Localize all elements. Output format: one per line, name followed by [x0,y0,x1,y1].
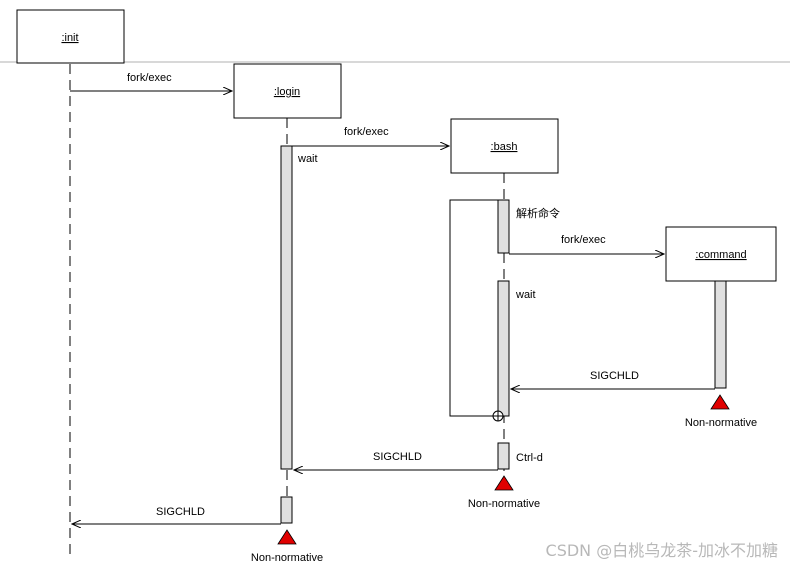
object-command-label: :command [695,249,746,261]
activation-login-final [280,496,293,524]
activation-bash-ctrld [497,442,510,470]
terminator-login: Non-normative [251,529,323,564]
note-bash-ctrld: Ctrl-d [516,452,543,464]
watermark-text: CSDN @白桃乌龙茶-加冰不加糖 [546,541,778,560]
object-login[interactable]: :login [233,63,342,119]
message-login-init-label: SIGCHLD [156,506,205,518]
object-command[interactable]: :command [665,226,777,282]
loop-junction-icon [492,410,504,422]
note-login-wait: wait [297,153,318,165]
message-init-login-label: fork/exec [127,72,172,84]
terminator-bash: Non-normative [468,475,540,510]
object-init-label: :init [61,32,78,44]
terminator-bash-triangle-icon [494,475,514,491]
activation-bash-wait [497,280,510,417]
activation-login-wait [280,145,293,470]
message-bash-command-label: fork/exec [561,234,606,246]
object-bash[interactable]: :bash [450,118,559,174]
object-bash-label: :bash [491,141,518,153]
loop-frame [449,199,498,417]
terminator-bash-label: Non-normative [468,498,540,510]
terminator-command-label: Non-normative [685,417,757,429]
terminator-login-triangle-icon [277,529,297,545]
activation-command [714,280,727,389]
note-bash-wait: wait [515,289,536,301]
terminator-command-triangle-icon [710,394,730,410]
message-bash-login-label: SIGCHLD [373,451,422,463]
message-login-bash-label: fork/exec [344,126,389,138]
message-command-bash-label: SIGCHLD [590,370,639,382]
object-login-label: :login [274,86,300,98]
note-bash-parse: 解析命令 [516,206,560,220]
terminator-command: Non-normative [685,394,757,429]
object-init[interactable]: :init [16,9,125,64]
terminator-login-label: Non-normative [251,552,323,564]
activation-bash-parse [497,199,510,254]
